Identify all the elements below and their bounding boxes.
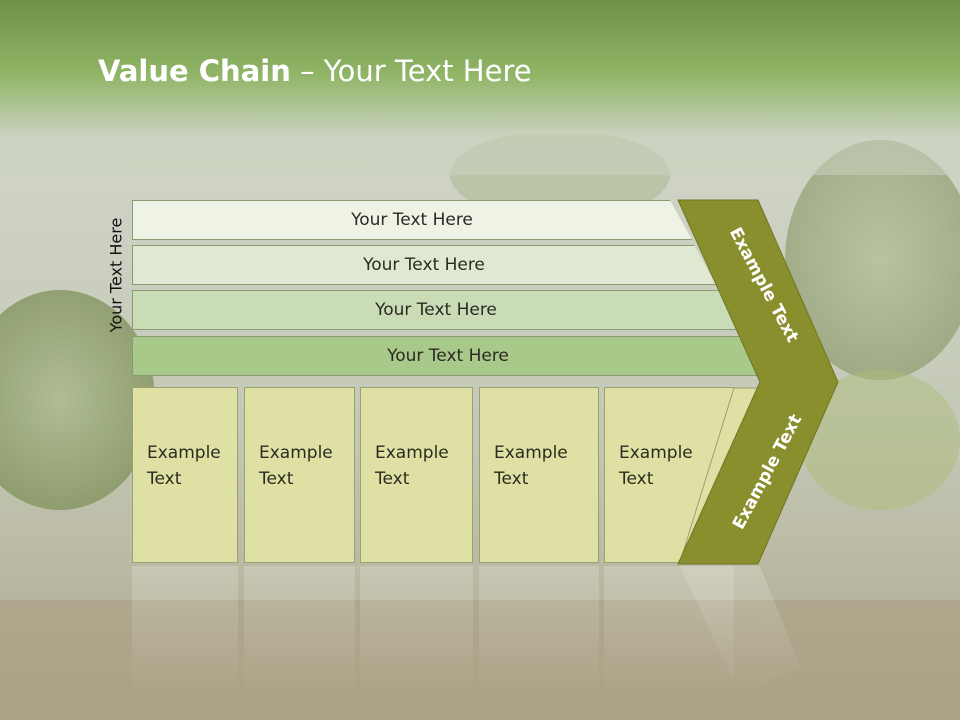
support-band-2: Your Text Here (132, 245, 716, 285)
band-label: Your Text Here (375, 300, 497, 320)
support-band-1: Your Text Here (132, 200, 692, 240)
slide-title: Value Chain – Your Text Here (98, 54, 532, 88)
support-band-4: Your Text Here (132, 336, 764, 376)
support-band-3: Your Text Here (132, 290, 740, 330)
band-label: Your Text Here (351, 210, 473, 230)
band-label: Your Text Here (363, 255, 485, 275)
band-label: Your Text Here (387, 346, 509, 366)
diagram-reflection (132, 566, 800, 696)
chevron-shape (677, 199, 839, 565)
